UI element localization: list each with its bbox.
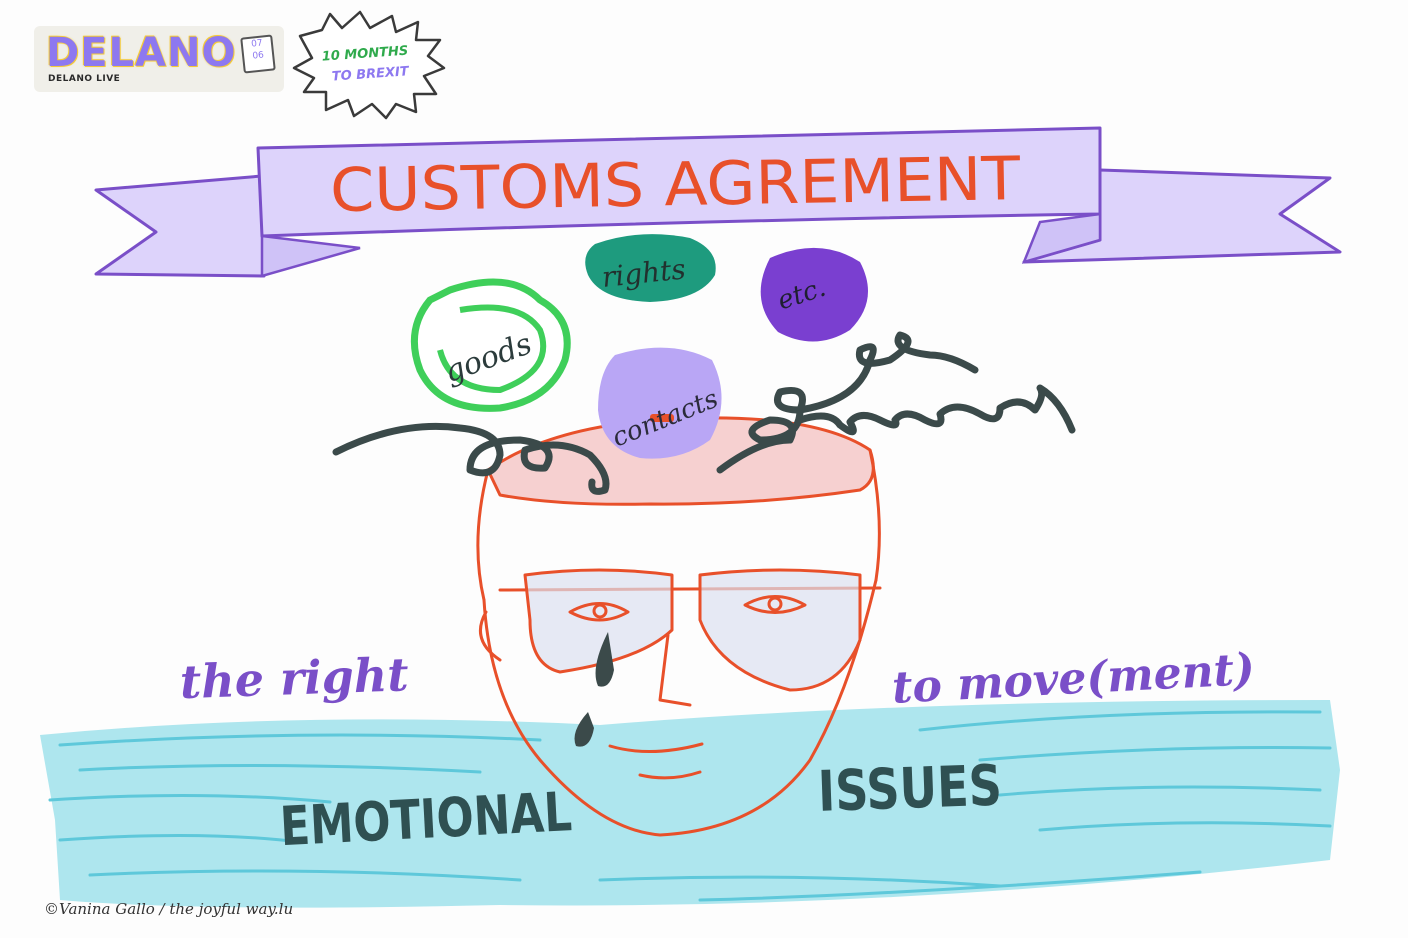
purple-blob-etc: etc. xyxy=(760,247,868,342)
head-outline xyxy=(476,416,882,837)
logo-subtitle: DELANO LIVE xyxy=(48,74,121,84)
tear-drops xyxy=(574,632,614,747)
thought-squiggles xyxy=(332,331,1076,495)
lavender-blob-contacts: contacts xyxy=(598,347,722,459)
water-waves xyxy=(40,700,1340,908)
banner-title: CUSTOMS AGREMENT xyxy=(330,144,1021,226)
teal-blob-rights: rights xyxy=(585,234,716,302)
artist-credit: ©Vanina Gallo / the joyful way.lu xyxy=(44,900,294,918)
badge-line1: 10 MONTHS xyxy=(321,44,408,65)
brexit-starburst: 10 MONTHS TO BREXIT xyxy=(292,10,446,120)
water-word-left: EMOTIONAL xyxy=(279,780,574,858)
contacts-mark xyxy=(650,414,674,422)
delano-logo: DELANO DELANO LIVE 07 06 xyxy=(34,26,284,92)
badge-line2: TO BREXIT xyxy=(331,64,410,84)
green-blob-goods: goods xyxy=(410,278,571,412)
caption-left: the right xyxy=(179,647,409,709)
title-banner: CUSTOMS AGREMENT xyxy=(94,126,1342,278)
water-word-right: ISSUES xyxy=(817,753,1003,824)
logo-word: DELANO xyxy=(46,30,237,76)
